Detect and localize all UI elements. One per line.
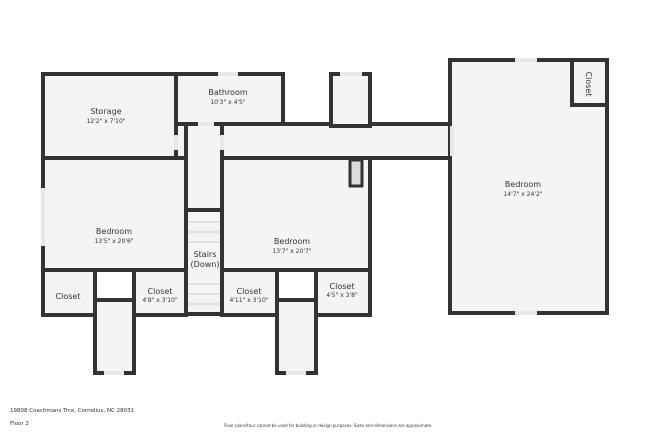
bedroom-right-label: Bedroom: [505, 180, 541, 189]
storage-label: Storage: [90, 107, 121, 116]
closet-left-label: Closet: [56, 292, 81, 301]
closet-3-label: Closet: [237, 287, 262, 296]
bedroom-mid-dims: 13'7" x 20'7": [272, 248, 311, 255]
stairs-sub-label: (Down): [191, 260, 220, 269]
closet-4-label: Closet: [330, 282, 355, 291]
disclaimer: Floor plans/tour cannot be used for buil…: [224, 423, 433, 428]
storage-room: [41, 72, 178, 160]
bedroom-left-label: Bedroom: [96, 227, 132, 236]
bathroom-label: Bathroom: [208, 88, 248, 97]
hall-nook: [329, 72, 372, 128]
closet-2-room: [132, 268, 188, 317]
left-passage: [93, 298, 136, 375]
address: 19808 Coachmans Trce, Cornelius, NC 2803…: [10, 408, 135, 414]
closet-right-label: Closet: [584, 72, 593, 97]
bedroom-left-dims: 13'5" x 20'6": [94, 238, 133, 245]
closet-2-dims: 4'8" x 3'10": [142, 297, 178, 304]
floor-label: Floor 2: [10, 421, 29, 427]
bedroom-left-room: [41, 156, 188, 272]
closet-left-room: [41, 268, 97, 317]
closet-2-label: Closet: [148, 287, 173, 296]
storage-dims: 12'2" x 7'10": [86, 118, 125, 125]
mid-passage: [275, 298, 318, 375]
stairs-label: Stairs: [194, 250, 217, 259]
closet-4-dims: 4'5" x 3'8": [326, 292, 358, 299]
closet-3-room: [220, 268, 279, 317]
bedroom-right-dims: 14'7" x 24'2": [503, 191, 542, 198]
closet-right-room: [570, 58, 609, 107]
closet-3-dims: 4'11" x 3'10": [229, 297, 268, 304]
bedroom-mid-label: Bedroom: [274, 237, 310, 246]
closet-4-room: [314, 268, 372, 317]
stair-treads: [188, 221, 220, 305]
bedroom-mid-room: [220, 156, 372, 272]
bathroom-dims: 10'3" x 4'5": [210, 99, 246, 106]
chimney-hatch: [348, 158, 364, 188]
